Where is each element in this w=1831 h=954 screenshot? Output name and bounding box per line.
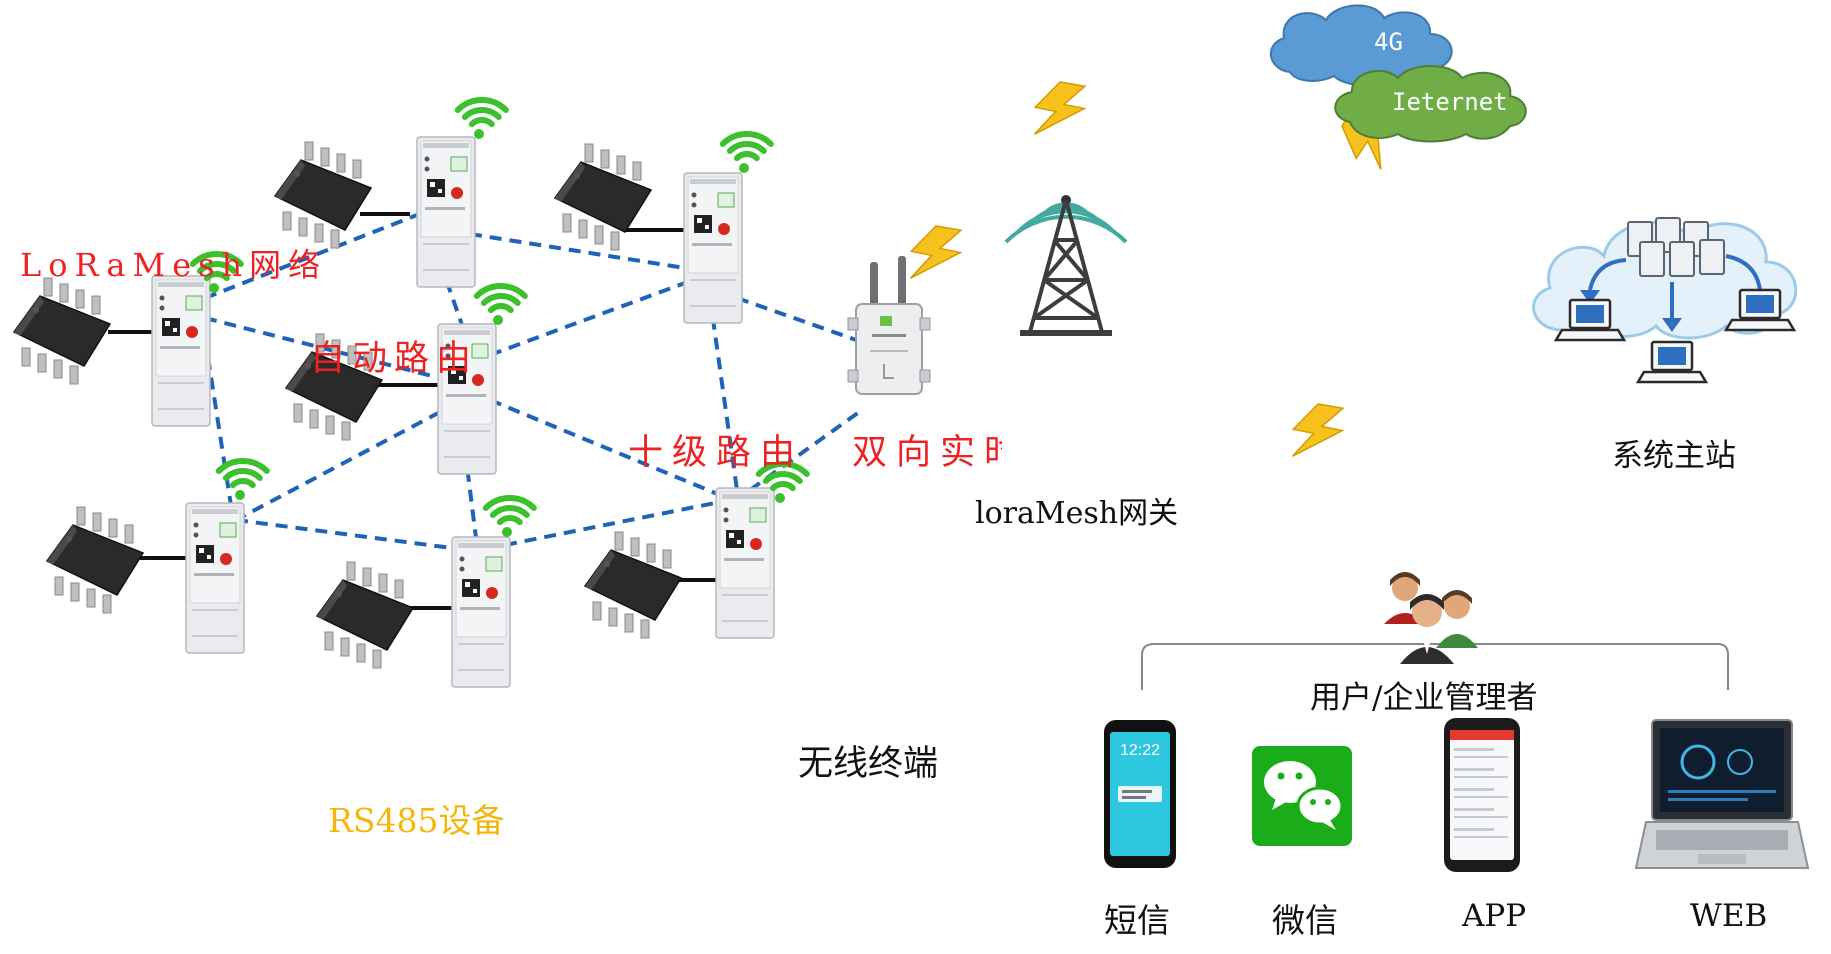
phone-app-icon: [1444, 718, 1520, 872]
phone-sms-icon: [1104, 720, 1176, 868]
lightning-icon: [899, 213, 971, 294]
loramesh-network-label: LoRaMesh网络: [20, 246, 328, 284]
laptop-icon: [1634, 719, 1810, 869]
rs485-chip: [274, 141, 372, 249]
radio-tower-icon: [1004, 195, 1128, 336]
wechat-icon: [1252, 746, 1352, 846]
rs485-chip: [13, 277, 111, 385]
users-label: 用户/企业管理者: [1310, 680, 1538, 716]
rs485-chip: [584, 531, 682, 639]
cloud-internet-label: Ieternet: [1392, 88, 1508, 116]
client-label-web: WEB: [1690, 898, 1768, 934]
master-station-label: 系统主站: [1612, 438, 1736, 474]
wifi-icon: [458, 86, 506, 139]
lightning-icon: [1023, 69, 1095, 150]
rs485-chip: [46, 506, 144, 614]
client-label-wechat: 微信: [1272, 901, 1338, 940]
mesh-links: [203, 213, 864, 550]
rs485-chip: [554, 143, 652, 251]
wifi-icon: [723, 120, 771, 173]
bidirectional-label: 双向实时: [852, 433, 1002, 473]
phone-time: 12:22: [1120, 742, 1161, 759]
wireless-terminal: [151, 275, 211, 427]
cloud-4g-label: 4G: [1374, 28, 1403, 56]
wireless-terminal: [185, 502, 245, 654]
server-cloud-icon: [1532, 217, 1798, 384]
cloud-internet: [1334, 65, 1527, 143]
loramesh-gateway: [847, 256, 931, 395]
wireless-terminal: [416, 136, 476, 288]
rs485-devices-label: RS485设备: [328, 801, 505, 840]
wireless-terminal-label: 无线终端: [798, 744, 939, 784]
users-bracket: [1141, 643, 1729, 690]
wireless-terminal: [683, 172, 743, 324]
lightning-icon: [1281, 391, 1353, 472]
client-label-sms: 短信: [1104, 901, 1170, 940]
wireless-terminal: [715, 487, 775, 639]
gateway-label: loraMesh网关: [975, 496, 1179, 531]
wifi-icon: [477, 272, 525, 325]
auto-routing-label: 自动路由: [310, 339, 479, 379]
rs485-chip: [316, 561, 414, 669]
client-label-app: APP: [1462, 898, 1527, 934]
wifi-icon: [486, 484, 534, 537]
ten-level-routing-label: 十级路由: [628, 433, 805, 473]
wifi-icon: [219, 447, 267, 500]
users-icon: [1384, 572, 1478, 664]
wireless-terminal: [451, 536, 511, 688]
